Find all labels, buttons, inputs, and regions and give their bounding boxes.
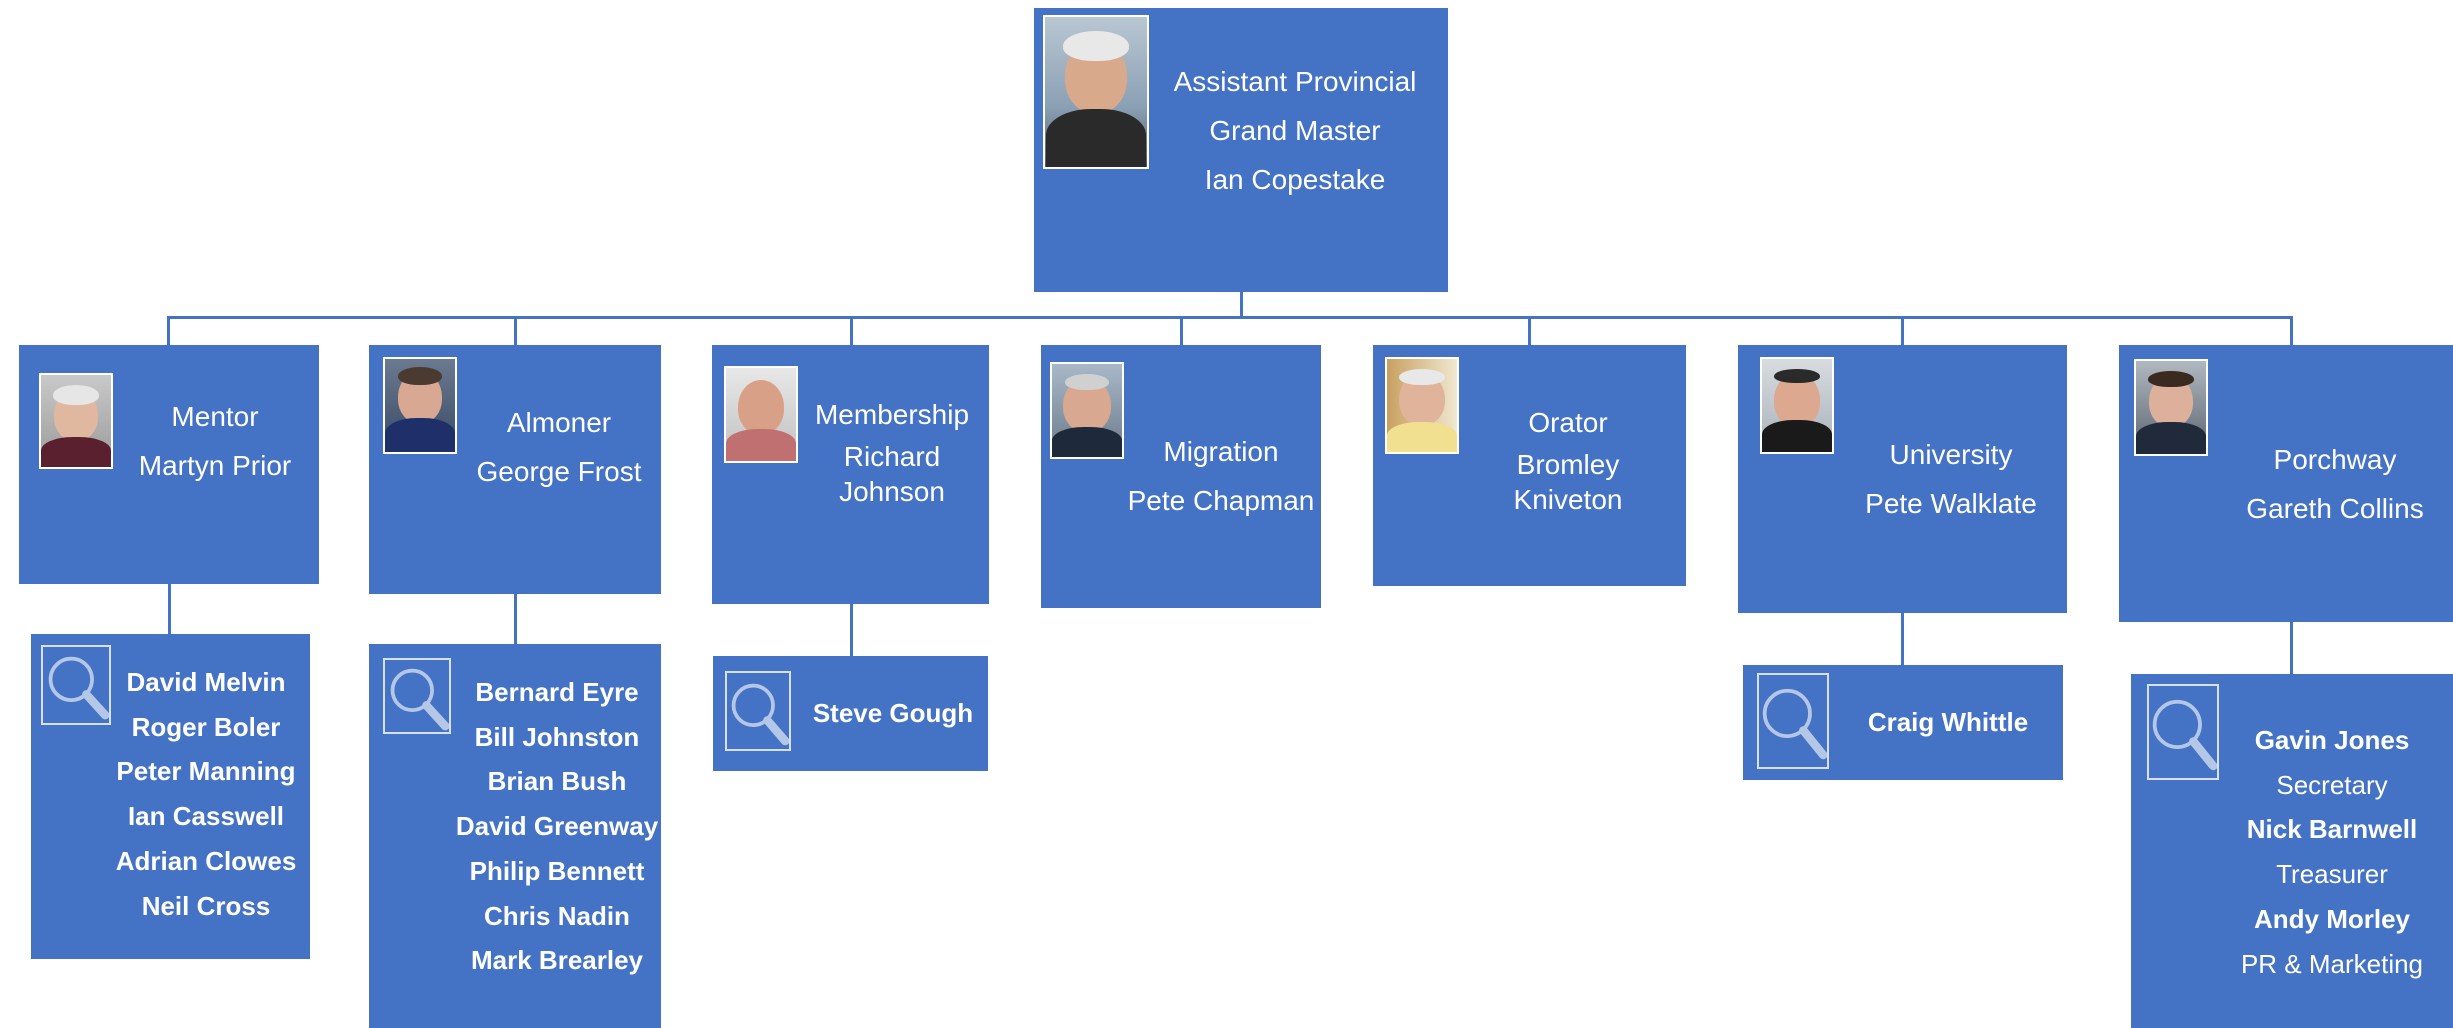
member-name: Brian Bush [487,766,627,797]
membership-role: Membership [814,399,970,430]
membership-members-list: Steve Gough [798,691,988,736]
member-role: Secretary [2276,769,2388,800]
membership-name-line2: Johnson [839,476,945,507]
membership-text: Membership Richard Johnson [802,390,982,509]
member-name: Roger Boler [131,711,281,742]
team-box-university: Craig Whittle [1743,665,2063,780]
person-photo [39,373,113,469]
top-box: Assistant Provincial Grand Master Ian Co… [1034,8,1448,292]
top-box-text: Assistant Provincial Grand Master Ian Co… [1150,57,1440,204]
person-photo [1385,357,1459,454]
role-box-orator: Orator Bromley Kniveton [1373,345,1686,586]
porchway-text: Porchway Gareth Collins [2224,435,2446,533]
role-box-mentor: Mentor Martyn Prior [19,345,319,584]
member-role: Treasurer [2276,859,2388,890]
role-box-membership: Membership Richard Johnson [712,345,989,604]
member-role: PR & Marketing [2240,948,2424,979]
person-photo [2134,359,2208,456]
connector-top-vertical [1240,290,1243,318]
connector-university-team [1901,613,1904,665]
orator-role: Orator [1528,407,1608,438]
member-name: Peter Manning [116,756,296,787]
person-photo [1043,15,1149,169]
member-name: Bill Johnston [474,721,640,752]
person-photo [1760,357,1834,454]
almoner-text: Almoner George Frost [459,398,659,496]
mentor-role: Mentor [171,401,259,432]
migration-name: Pete Chapman [1127,485,1315,516]
magnifier-placeholder-icon [41,645,111,725]
role-box-almoner: Almoner George Frost [369,345,661,594]
team-box-porchway: Gavin Jones Secretary Nick Barnwell Trea… [2131,674,2453,1028]
university-text: University Pete Walklate [1846,430,2056,528]
magnifier-placeholder-icon [2147,684,2219,780]
almoner-name: George Frost [476,456,642,487]
connector-mentor-team [168,584,171,634]
member-name: Philip Bennett [469,855,645,886]
mentor-members-list: David Melvin Roger Boler Peter Manning I… [111,660,301,928]
connector-drop-mentor [167,316,170,345]
member-name: David Greenway [455,811,659,842]
member-name: Bernard Eyre [475,677,639,707]
connector-porchway-team [2290,622,2293,674]
connector-drop-university [1901,316,1904,345]
university-members-list: Craig Whittle [1843,700,2053,745]
porchway-name: Gareth Collins [2246,493,2424,524]
team-box-almoner: Bernard Eyre Bill Johnston Brian Bush Da… [369,644,661,1028]
role-box-porchway: Porchway Gareth Collins [2119,345,2453,622]
top-name: Ian Copestake [1204,164,1386,195]
connector-drop-almoner [514,316,517,345]
member-name: Neil Cross [141,890,271,921]
connector-drop-membership [850,316,853,345]
connector-drop-migration [1180,316,1183,345]
role-box-university: University Pete Walklate [1738,345,2067,613]
orator-name-line1: Bromley [1516,449,1620,480]
member-name: Ian Casswell [127,801,285,832]
membership-name-line1: Richard [843,441,941,472]
member-name: Gavin Jones [2254,725,2410,755]
member-name: Chris Nadin [484,900,630,931]
role-box-migration: Migration Pete Chapman [1041,345,1321,608]
top-title-line1: Assistant Provincial [1173,66,1417,97]
top-title-line2: Grand Master [1209,115,1381,146]
orator-name-line2: Kniveton [1513,484,1623,515]
member-name: Adrian Clowes [115,845,297,876]
member-name: Steve Gough [812,698,974,728]
team-box-membership: Steve Gough [713,656,988,771]
magnifier-placeholder-icon [725,671,791,751]
almoner-role: Almoner [506,407,612,438]
connector-drop-orator [1528,316,1531,345]
connector-horizontal [167,316,2293,319]
university-name: Pete Walklate [1865,488,2037,519]
person-photo [724,366,798,463]
connector-almoner-team [514,594,517,644]
connector-drop-porchway [2290,316,2293,345]
member-name: Nick Barnwell [2246,814,2418,845]
porchway-role: Porchway [2273,444,2397,475]
porchway-members-list: Gavin Jones Secretary Nick Barnwell Trea… [2221,718,2443,986]
member-name: Andy Morley [2253,903,2411,934]
migration-role: Migration [1163,436,1279,467]
magnifier-placeholder-icon [383,658,451,734]
member-name: Craig Whittle [1867,707,2029,737]
orator-text: Orator Bromley Kniveton [1463,398,1673,517]
university-role: University [1889,439,2013,470]
connector-membership-team [850,604,853,656]
almoner-members-list: Bernard Eyre Bill Johnston Brian Bush Da… [453,670,661,983]
member-name: Mark Brearley [471,945,643,976]
mentor-name: Martyn Prior [138,450,292,481]
member-name: David Melvin [126,667,286,697]
person-photo [383,357,457,454]
magnifier-placeholder-icon [1757,673,1829,769]
team-box-mentor: David Melvin Roger Boler Peter Manning I… [31,634,310,959]
person-photo [1050,362,1124,459]
mentor-text: Mentor Martyn Prior [115,392,315,490]
migration-text: Migration Pete Chapman [1123,427,1319,525]
